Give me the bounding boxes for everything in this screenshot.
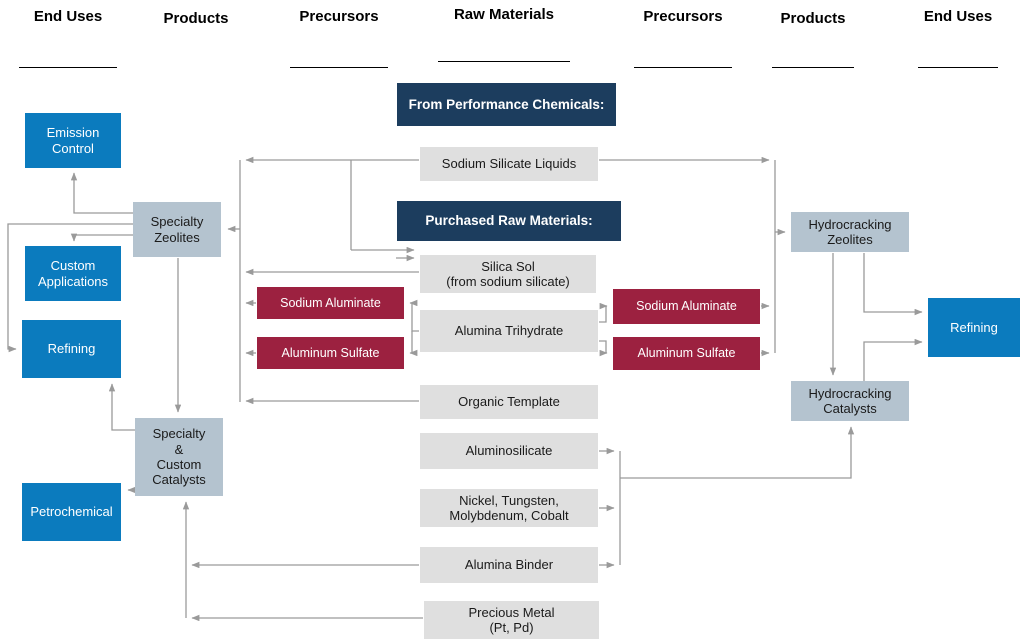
node-aluminum-sulfate-right[interactable]: Aluminum Sulfate xyxy=(613,337,760,370)
node-from-performance-chemicals[interactable]: From Performance Chemicals: xyxy=(397,83,616,126)
connector-zeolites-to-custom-applications xyxy=(70,233,133,242)
node-nickel-tungsten[interactable]: Nickel, Tungsten, Molybdenum, Cobalt xyxy=(420,489,598,527)
column-header-1: Products xyxy=(163,10,229,27)
node-alumina-trihydrate[interactable]: Alumina Trihydrate xyxy=(420,310,598,352)
node-alumina-binder[interactable]: Alumina Binder xyxy=(420,547,598,583)
node-organic-template[interactable]: Organic Template xyxy=(420,385,598,419)
connector-hz-to-refining-right xyxy=(863,253,923,316)
node-refining-left[interactable]: Refining xyxy=(22,320,121,378)
node-sodium-aluminate-left[interactable]: Sodium Aluminate xyxy=(257,287,404,319)
column-header-5: Products xyxy=(780,10,846,27)
column-rule-2 xyxy=(290,67,388,68)
column-header-0: End Uses xyxy=(33,8,103,25)
node-sodium-aluminate-right[interactable]: Sodium Aluminate xyxy=(613,289,760,324)
connector-trihydrate-to-aluminum-sulfate-right xyxy=(599,340,608,357)
node-precious-metal[interactable]: Precious Metal (Pt, Pd) xyxy=(424,601,599,639)
connector-trihydrate-to-sodium-aluminate-left xyxy=(409,299,419,332)
connector-hc-to-refining-right xyxy=(863,338,923,381)
node-specialty-custom-catalysts[interactable]: Specialty & Custom Catalysts xyxy=(135,418,223,496)
node-aluminosilicate[interactable]: Aluminosilicate xyxy=(420,433,598,469)
node-emission-control[interactable]: Emission Control xyxy=(25,113,121,168)
connector-trihydrate-to-sodium-aluminate-right xyxy=(599,302,608,323)
node-refining-right[interactable]: Refining xyxy=(928,298,1020,357)
node-aluminum-sulfate-left[interactable]: Aluminum Sulfate xyxy=(257,337,404,369)
column-header-3: Raw Materials xyxy=(453,6,555,23)
column-rule-3 xyxy=(438,61,570,62)
column-rule-6 xyxy=(918,67,998,68)
node-specialty-zeolites[interactable]: Specialty Zeolites xyxy=(133,202,221,257)
column-header-6: End Uses xyxy=(923,8,993,25)
connector-catalysts-to-refining-left xyxy=(108,383,135,431)
connector-right-lower-trunk-to-hydrocracking-catalysts xyxy=(620,426,855,479)
node-sodium-silicate-liquids[interactable]: Sodium Silicate Liquids xyxy=(420,147,598,181)
connector-zeolites-to-emission-control xyxy=(70,172,133,214)
column-header-4: Precursors xyxy=(643,8,723,25)
column-header-2: Precursors xyxy=(299,8,379,25)
node-petrochemical[interactable]: Petrochemical xyxy=(22,483,121,541)
node-hydrocracking-catalysts[interactable]: Hydrocracking Catalysts xyxy=(791,381,909,421)
node-purchased-raw-materials[interactable]: Purchased Raw Materials: xyxy=(397,201,621,241)
node-custom-applications[interactable]: Custom Applications xyxy=(25,246,121,301)
column-rule-5 xyxy=(772,67,854,68)
column-rule-0 xyxy=(19,67,117,68)
column-rule-4 xyxy=(634,67,732,68)
node-silica-sol[interactable]: Silica Sol (from sodium silicate) xyxy=(420,255,596,293)
connector-trihydrate-to-aluminum-sulfate-left xyxy=(409,331,418,357)
node-hydrocracking-zeolites[interactable]: Hydrocracking Zeolites xyxy=(791,212,909,252)
